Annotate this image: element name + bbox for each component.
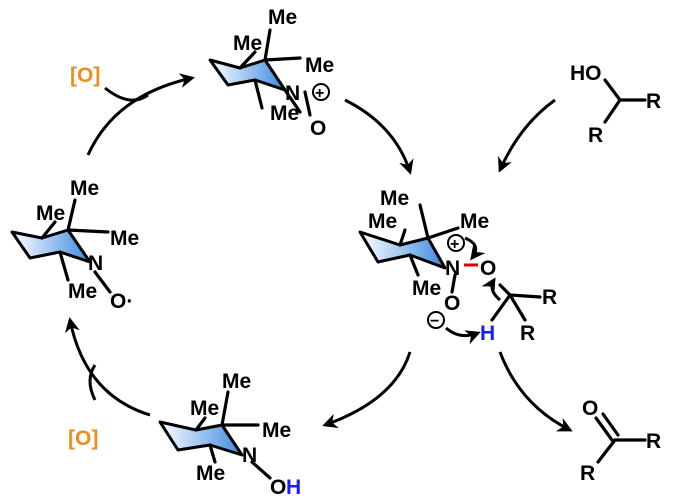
methyl-label: Me — [262, 419, 291, 442]
oxygen-radical-label: O· — [110, 290, 133, 313]
oxidant-label-top: [O] — [70, 64, 100, 87]
methyl-label: Me — [270, 102, 299, 125]
alcohol-substrate-structure: HO R R — [570, 62, 661, 147]
negative-charge-icon — [427, 311, 445, 329]
hydrogen-label: H — [480, 322, 495, 345]
oxygen-label: O — [310, 117, 326, 140]
substituent-label: R — [588, 124, 603, 147]
alcohol-arrow — [498, 98, 556, 173]
charge-label: + — [315, 85, 324, 102]
hydroxylamine-structure: Me Me Me Me N O H — [158, 370, 301, 499]
cycle-arrow-adduct-to-hydroxylamine — [322, 351, 412, 429]
cycle-arrow-nitroxyl-to-oxoammonium — [86, 73, 195, 156]
methyl-label: Me — [222, 370, 251, 393]
product-arrow — [498, 351, 573, 432]
cycle-arrow-oxoammonium-to-adduct — [344, 98, 414, 175]
electron-arrow — [445, 326, 481, 345]
oxygen-label: O — [480, 257, 496, 280]
methyl-label: Me — [368, 210, 397, 233]
hydrogen-label: H — [286, 476, 301, 499]
oxygen-label: O — [582, 397, 598, 420]
cycle-arrow-hydroxylamine-to-nitroxyl — [65, 317, 151, 417]
oxidant-label-bottom: [O] — [68, 427, 98, 450]
methyl-label: Me — [268, 6, 297, 29]
nitroxyl-structure: Me Me Me Me N O· — [10, 177, 139, 313]
oxygen-label: O — [444, 292, 460, 315]
methyl-label: Me — [460, 210, 489, 233]
positive-charge-icon — [312, 83, 330, 101]
nitrogen-label: N — [285, 82, 300, 105]
electron-arrow — [464, 236, 486, 261]
methyl-label: Me — [196, 462, 225, 485]
oxidant-arrow-bottom — [88, 364, 97, 401]
substituent-label: R — [520, 322, 535, 345]
oxoammonium-structure: Me Me Me Me N + O — [208, 6, 334, 140]
nitrogen-label: N — [445, 257, 460, 280]
nitrogen-label: N — [88, 252, 103, 275]
substituent-label: R — [646, 430, 661, 453]
methyl-label: Me — [36, 202, 65, 225]
methyl-label: Me — [68, 280, 97, 303]
oxidant-arrow-top — [104, 86, 149, 102]
charge-label: + — [450, 236, 459, 253]
ketone-product-structure: O R R — [580, 397, 661, 485]
methyl-label: Me — [305, 54, 334, 77]
hydroxyl-label: HO — [570, 62, 602, 85]
methyl-label: Me — [233, 32, 262, 55]
piperidine-ring — [208, 58, 287, 92]
methyl-label: Me — [380, 187, 409, 210]
substituent-label: R — [580, 462, 595, 485]
piperidine-ring — [158, 420, 244, 457]
positive-charge-icon — [447, 234, 465, 252]
piperidine-ring — [10, 228, 92, 264]
electron-arrow — [481, 277, 501, 302]
methyl-label: Me — [110, 227, 139, 250]
charge-label: − — [430, 313, 439, 330]
alkoxyamine-adduct-structure: Me Me Me Me N + O O − H R R — [358, 187, 557, 345]
substituent-label: R — [646, 90, 661, 113]
oxygen-label: O — [270, 476, 286, 499]
substituent-label: R — [542, 286, 557, 309]
methyl-label: Me — [190, 397, 219, 420]
methyl-label: Me — [412, 277, 441, 300]
nitrogen-label: N — [242, 444, 257, 467]
methyl-label: Me — [70, 177, 99, 200]
